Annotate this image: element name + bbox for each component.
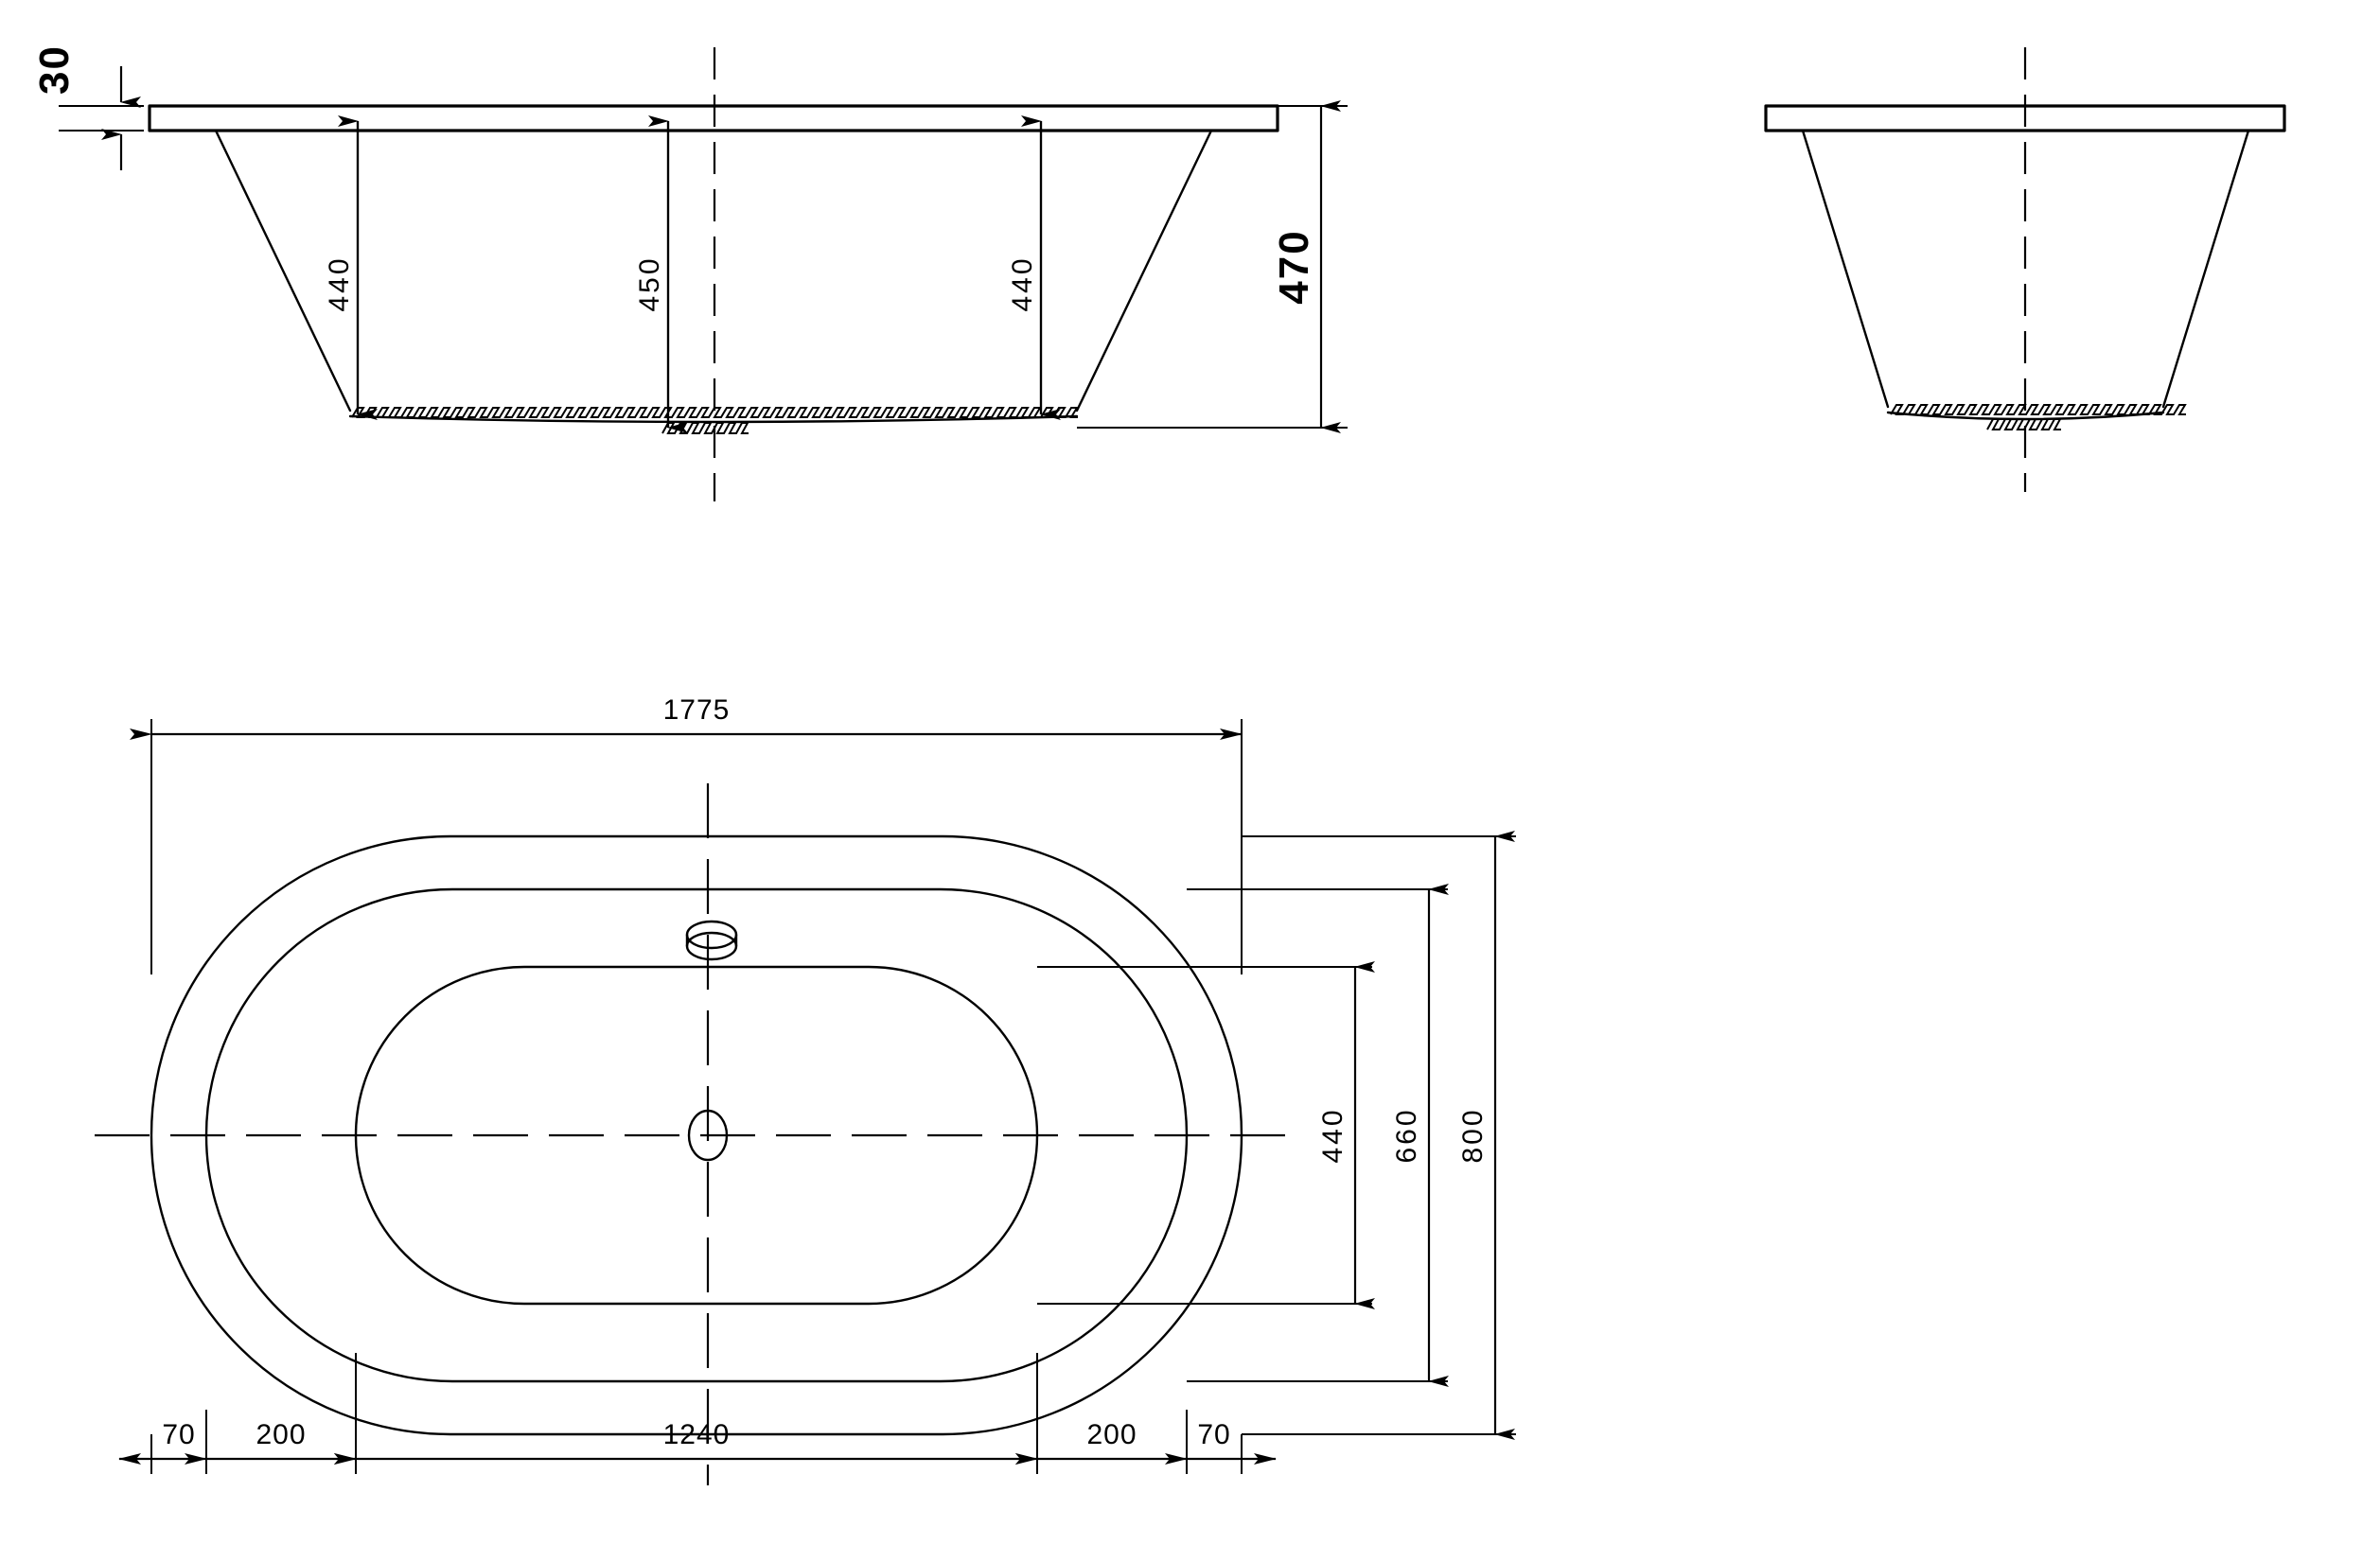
- dim-450-center: 450: [634, 115, 688, 433]
- dim-440-left: 440: [324, 115, 378, 420]
- dim-440-right-label: 440: [1007, 255, 1038, 311]
- left-wall-front: [214, 129, 352, 412]
- dim-660-plan-label: 660: [1391, 1107, 1422, 1163]
- floor-line-side: [1886, 411, 2165, 421]
- plan-view: 1775 440 660 800: [95, 694, 1516, 1485]
- dim-800-plan-label: 800: [1457, 1107, 1489, 1163]
- dim-1775: 1775: [130, 694, 1243, 974]
- overflow-drain: [685, 920, 738, 961]
- dim-70-left-label: 70: [162, 1419, 195, 1450]
- dim-70-right-label: 70: [1197, 1419, 1230, 1450]
- dim-470-label: 470: [1271, 229, 1317, 304]
- dim-1775-label: 1775: [663, 694, 731, 726]
- left-wall-side: [1801, 129, 1890, 409]
- dim-440-plan: 440: [1037, 961, 1375, 1309]
- waste-drain: [687, 1109, 729, 1162]
- dim-200-left-label: 200: [256, 1419, 306, 1450]
- dim-30-label: 30: [31, 44, 78, 95]
- dim-470-height: 470: [1077, 100, 1348, 433]
- dim-30: 30: [31, 44, 144, 170]
- dim-chain-bottom: 70 200 1240 200 70: [118, 1353, 1277, 1474]
- right-wall-front: [1075, 129, 1213, 412]
- floor-line-front: [348, 414, 1079, 424]
- dim-660-plan: 660: [1187, 884, 1449, 1387]
- dim-440-right: 440: [1007, 115, 1061, 420]
- dim-450-center-label: 450: [634, 255, 665, 311]
- dim-1240-label: 1240: [663, 1419, 731, 1450]
- dim-440-left-label: 440: [324, 255, 355, 311]
- front-elevation-view: 30 440 450 440 470: [31, 44, 1348, 501]
- side-elevation-view: [1764, 47, 2286, 492]
- dim-200-right-label: 200: [1086, 1419, 1137, 1450]
- right-wall-side: [2161, 129, 2250, 409]
- dim-440-plan-label: 440: [1317, 1107, 1349, 1163]
- dim-800-plan: 800: [1242, 831, 1516, 1440]
- outer-rim-outline: [150, 834, 1243, 1436]
